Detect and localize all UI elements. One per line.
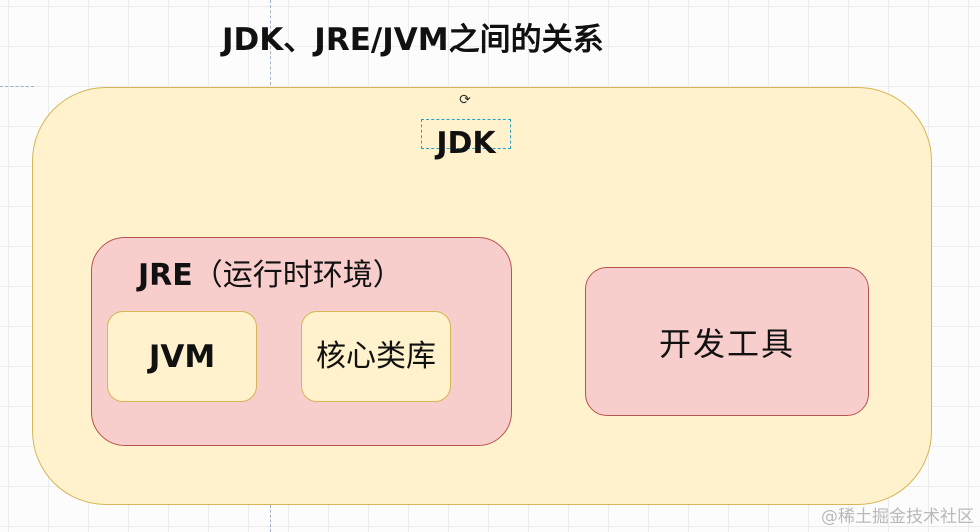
dev-tools-label: 开发工具 bbox=[658, 324, 795, 363]
diagram-title[interactable]: JDK、JRE/JVM之间的关系 bbox=[222, 22, 604, 58]
jvm-label: JVM bbox=[148, 338, 216, 375]
alignment-guide-horizontal bbox=[0, 86, 34, 87]
jre-label-rest: （运行时环境） bbox=[192, 258, 403, 293]
dev-tools-box[interactable]: 开发工具 bbox=[585, 267, 869, 416]
rotate-handle-icon[interactable]: ⟳ bbox=[459, 92, 471, 108]
jdk-label[interactable]: JDK bbox=[421, 119, 511, 161]
alignment-guide-vertical bbox=[270, 505, 271, 532]
jre-label[interactable]: JRE（运行时环境） bbox=[138, 254, 478, 298]
core-library-label: 核心类库 bbox=[316, 338, 436, 374]
core-library-box[interactable]: 核心类库 bbox=[301, 311, 451, 402]
watermark: @稀土掘金技术社区 bbox=[821, 507, 974, 527]
alignment-guide-vertical bbox=[270, 0, 271, 90]
jre-label-strong: JRE bbox=[138, 258, 193, 293]
jvm-box[interactable]: JVM bbox=[107, 311, 257, 402]
